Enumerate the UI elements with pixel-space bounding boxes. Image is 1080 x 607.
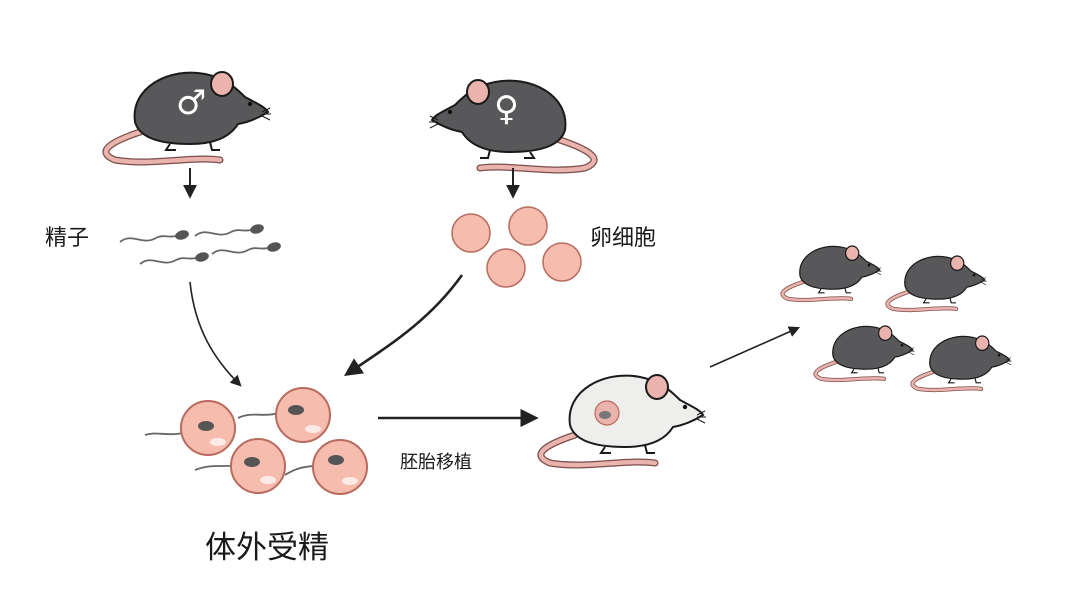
sperm-group [119, 221, 283, 265]
arrow-to-offspring [709, 326, 801, 368]
female-symbol: ♀ [494, 89, 519, 129]
offspring-mouse [888, 256, 987, 310]
fertilized-eggs [144, 387, 368, 495]
fertilized-egg [312, 439, 368, 495]
egg-cell [451, 213, 491, 253]
sperm-label: 精子 [45, 226, 90, 251]
arrow-sperm-to-ivf [189, 281, 242, 387]
egg-cell [508, 206, 548, 246]
embryo-mark [599, 411, 611, 419]
egg-cell [542, 242, 582, 282]
offspring-mice [783, 246, 1012, 390]
offspring-mouse [816, 326, 915, 380]
offspring-mouse [913, 336, 1012, 390]
surrogate-mouse [541, 375, 706, 465]
arrow-eggs-to-ivf [343, 274, 464, 377]
offspring-mouse [783, 246, 882, 300]
embryo-transfer-label: 胚胎移植 [400, 452, 472, 473]
fertilized-egg [275, 387, 331, 443]
ivf-label: 体外受精 [205, 530, 329, 566]
sperm-cell [119, 227, 191, 243]
egg-group [451, 206, 582, 288]
fertilized-egg [230, 438, 286, 494]
egg-cell [486, 248, 526, 288]
sperm-cell [211, 239, 283, 255]
sperm-cell [139, 249, 211, 265]
egg-label: 卵细胞 [590, 226, 657, 251]
sperm-cell [194, 221, 266, 237]
male-symbol: ♂ [176, 83, 207, 123]
